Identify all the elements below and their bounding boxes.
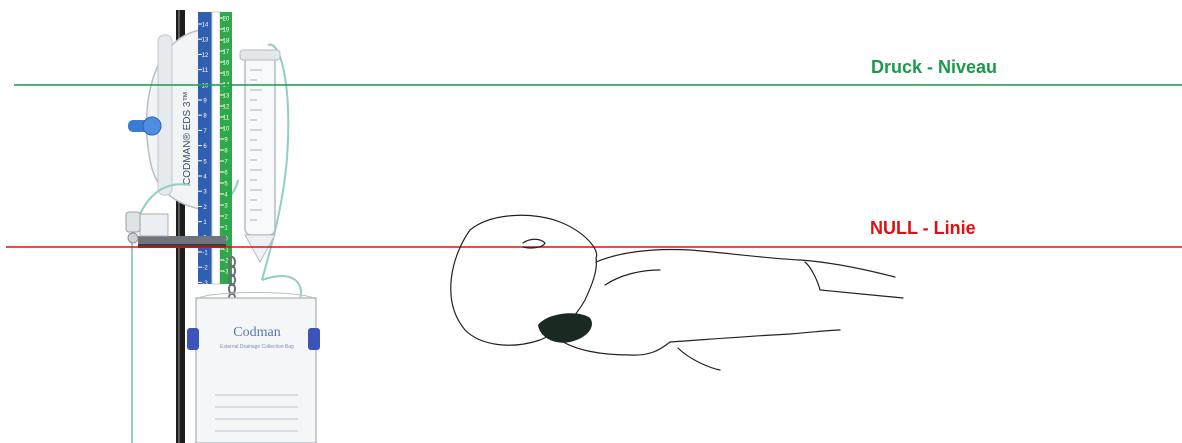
pressure-level-label: Druck - Niveau	[871, 57, 997, 78]
collection-bag: Codman External Drainage Collection Bag	[187, 293, 320, 443]
stopcock-knob	[128, 117, 161, 135]
scale-tick-label: 17	[223, 50, 230, 56]
scale-tick-label: 13	[223, 94, 230, 100]
scale-tick-label: 10	[202, 83, 209, 89]
scale-tick-label: 15	[223, 72, 230, 78]
scale-tick-label: 19	[223, 28, 230, 34]
graduated-cylinder	[240, 50, 280, 262]
scale-tick-label: -1	[202, 251, 208, 257]
scale-tick-label: -1	[223, 248, 229, 254]
scale-tick-label: 14	[202, 23, 209, 29]
scale-tick-label: 13	[202, 38, 209, 44]
zero-line-label: NULL - Linie	[870, 218, 976, 239]
head-pillow	[538, 313, 592, 342]
scale-tick-label: 16	[223, 61, 230, 67]
scale-tick-label: 11	[202, 68, 209, 74]
bag-brand-text: Codman	[233, 325, 280, 340]
scale-tick-label: 12	[223, 105, 230, 111]
bag-caption-text: External Drainage Collection Bag	[220, 344, 294, 350]
scale-tick-label: 18	[223, 39, 230, 45]
scale-tick-label: 10	[223, 127, 230, 133]
scale-tick-label: -3	[202, 281, 208, 287]
scale-tick-label: -2	[202, 266, 208, 272]
device-brand-text: CODMAN® EDS 3™	[182, 92, 193, 186]
scale-tick-label: 20	[223, 17, 230, 23]
scale-tick-label: 11	[223, 116, 230, 122]
infant-outline	[451, 215, 903, 370]
scale-tick-label: 12	[202, 53, 209, 59]
